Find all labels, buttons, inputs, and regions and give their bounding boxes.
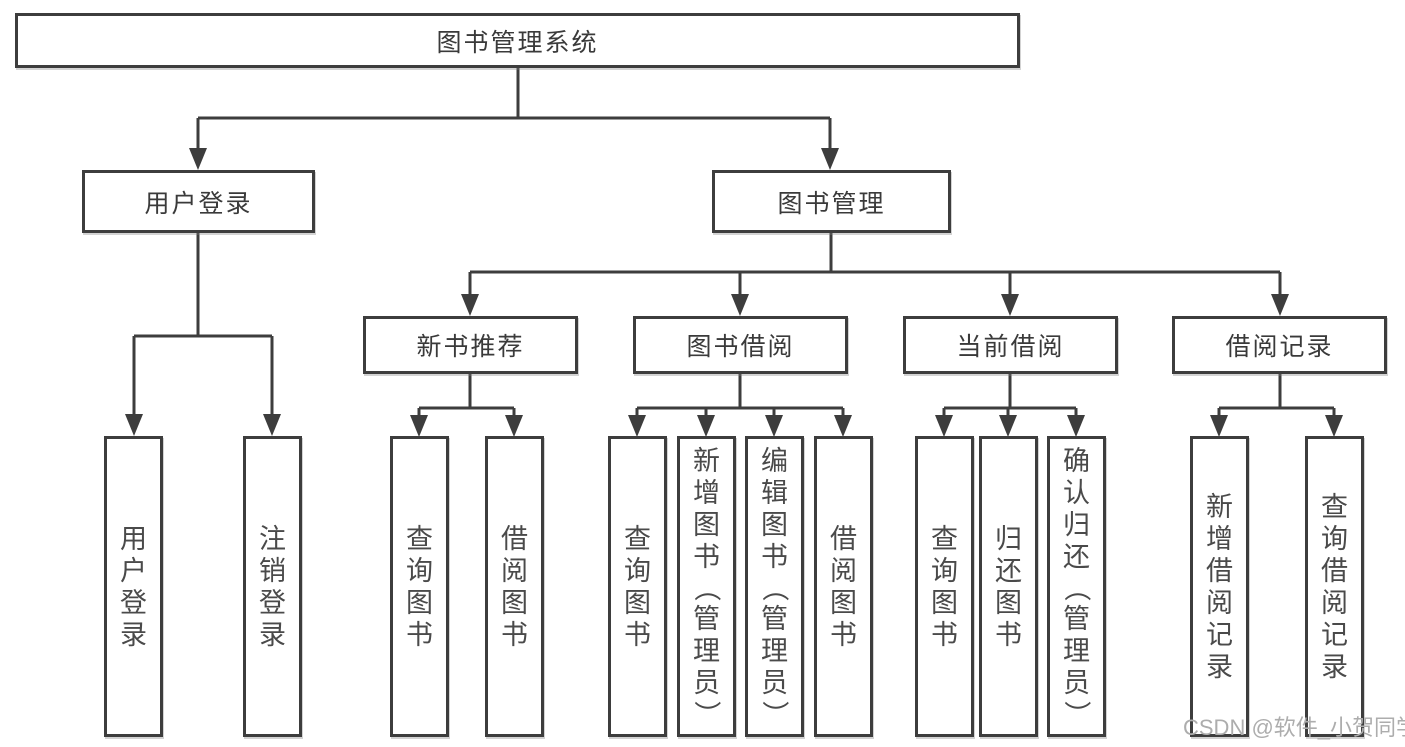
leaf-add-borrow-record: 新增借阅记录 xyxy=(1190,436,1249,737)
leaf-borrow-query-books-label: 查询图书 xyxy=(624,523,651,650)
leaf-confirm-return-admin-label: 确认归还（管理员） xyxy=(1061,445,1092,728)
leaf-logout-label: 注销登录 xyxy=(259,523,286,650)
leaf-logout: 注销登录 xyxy=(243,436,302,737)
node-root-label: 图书管理系统 xyxy=(436,28,599,57)
node-borrow-records-label: 借阅记录 xyxy=(1225,333,1334,361)
leaf-borrow-books: 借阅图书 xyxy=(814,436,873,737)
leaf-recommend-borrow-books-label: 借阅图书 xyxy=(501,523,528,650)
leaf-confirm-return-admin: 确认归还（管理员） xyxy=(1047,436,1106,737)
watermark: CSDN @软件_小贺同学 xyxy=(1183,715,1405,740)
leaf-return-books: 归还图书 xyxy=(979,436,1038,737)
leaf-user-login: 用户登录 xyxy=(104,436,163,737)
leaf-edit-books-admin-label: 编辑图书（管理员） xyxy=(759,445,790,728)
leaf-query-borrow-record-label: 查询借阅记录 xyxy=(1321,491,1348,682)
node-user-login-label: 用户登录 xyxy=(144,189,253,218)
leaf-user-login-label: 用户登录 xyxy=(120,523,147,650)
leaf-edit-books-admin: 编辑图书（管理员） xyxy=(745,436,804,737)
node-new-book-recommend-label: 新书推荐 xyxy=(416,333,525,361)
leaf-borrow-books-label: 借阅图书 xyxy=(830,523,857,650)
leaf-recommend-borrow-books: 借阅图书 xyxy=(485,436,544,737)
leaf-add-borrow-record-label: 新增借阅记录 xyxy=(1206,491,1233,682)
leaf-query-borrow-record: 查询借阅记录 xyxy=(1305,436,1364,737)
node-book-borrow: 图书借阅 xyxy=(633,316,848,374)
leaf-return-books-label: 归还图书 xyxy=(995,523,1022,650)
leaf-borrow-query-books: 查询图书 xyxy=(608,436,667,737)
leaf-add-books-admin: 新增图书（管理员） xyxy=(677,436,736,737)
leaf-recommend-query-books-label: 查询图书 xyxy=(406,523,433,650)
node-new-book-recommend: 新书推荐 xyxy=(363,316,578,374)
node-book-management-branch: 图书管理 xyxy=(712,170,951,233)
node-book-borrow-label: 图书借阅 xyxy=(686,333,795,361)
node-root-library-system: 图书管理系统 xyxy=(15,13,1020,68)
node-borrow-records: 借阅记录 xyxy=(1172,316,1387,374)
leaf-add-books-admin-label: 新增图书（管理员） xyxy=(691,445,722,728)
leaf-current-query-books: 查询图书 xyxy=(915,436,974,737)
node-user-login-branch: 用户登录 xyxy=(82,170,315,233)
leaf-current-query-books-label: 查询图书 xyxy=(931,523,958,650)
leaf-recommend-query-books: 查询图书 xyxy=(390,436,449,737)
node-current-borrow: 当前借阅 xyxy=(903,316,1118,374)
node-current-borrow-label: 当前借阅 xyxy=(956,333,1065,361)
node-book-management-label: 图书管理 xyxy=(777,189,886,218)
